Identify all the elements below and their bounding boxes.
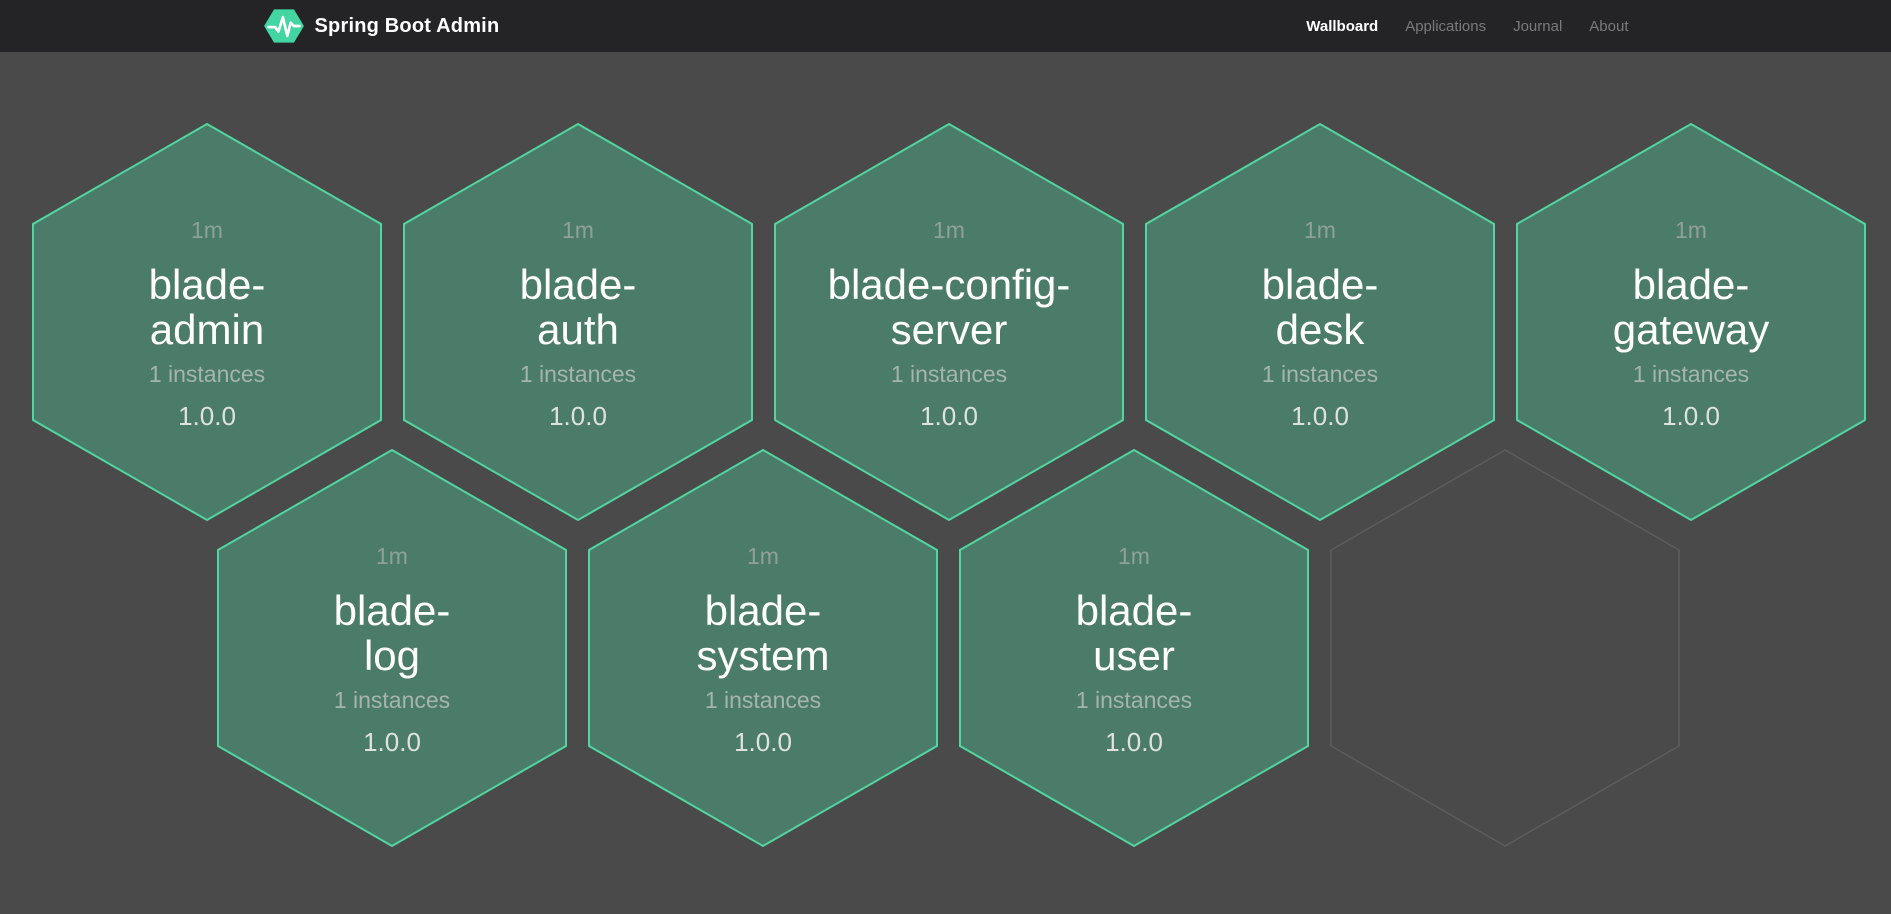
hexagon-shape	[403, 122, 753, 522]
hexagon-shape	[588, 448, 938, 848]
brand[interactable]: Spring Boot Admin	[263, 8, 500, 44]
hexagon-shape	[1145, 122, 1495, 522]
nav-item-journal[interactable]: Journal	[1513, 17, 1563, 35]
hexagon-shape	[32, 122, 382, 522]
empty-hexagon-slot	[1329, 448, 1681, 848]
hexagon-shape	[774, 122, 1124, 522]
app-hexagon-blade-user[interactable]: 1m blade-user 1 instances 1.0.0	[958, 448, 1310, 848]
wallboard: 1m blade-admin 1 instances 1.0.0 1m blad…	[0, 52, 1891, 914]
navbar: Spring Boot Admin Wallboard Applications…	[0, 0, 1891, 52]
nav-item-about[interactable]: About	[1589, 17, 1629, 35]
nav-links: Wallboard Applications Journal About	[1306, 18, 1628, 35]
app-hexagon-blade-log[interactable]: 1m blade-log 1 instances 1.0.0	[216, 448, 568, 848]
navbar-container: Spring Boot Admin Wallboard Applications…	[263, 0, 1629, 52]
brand-title: Spring Boot Admin	[314, 14, 500, 37]
empty-hexagon-outline	[1330, 449, 1680, 847]
nav-item-applications[interactable]: Applications	[1405, 17, 1487, 35]
hexagon-shape	[959, 448, 1309, 848]
hexagon-shape	[217, 448, 567, 848]
nav-item-wallboard[interactable]: Wallboard	[1306, 17, 1379, 35]
hexagon-shape	[1516, 122, 1866, 522]
app-hexagon-blade-system[interactable]: 1m blade-system 1 instances 1.0.0	[587, 448, 939, 848]
pulse-hexagon-icon	[263, 9, 304, 43]
